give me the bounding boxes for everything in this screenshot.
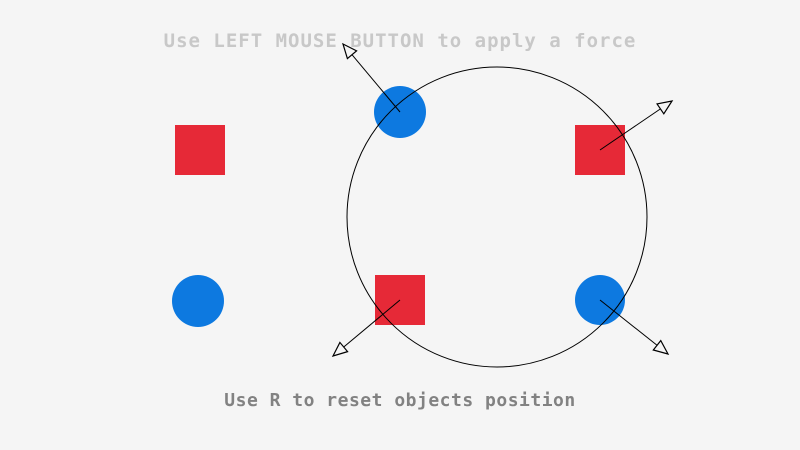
force-arrow-head-icon [342, 42, 358, 60]
blue-circle-left[interactable] [172, 275, 224, 327]
force-arrow-line [351, 54, 401, 113]
force-arrow-line [599, 299, 658, 346]
red-square-left[interactable] [175, 125, 225, 175]
force-arrow-head-icon [331, 341, 349, 357]
force-arrow-head-icon [656, 100, 674, 115]
boundary-circle [346, 66, 648, 368]
force-arrow-line [599, 108, 661, 151]
force-arrow-line [343, 299, 401, 348]
force-arrow-head-icon [652, 339, 670, 355]
instruction-apply-force: Use LEFT MOUSE BUTTON to apply a force [163, 30, 637, 52]
instruction-reset: Use R to reset objects position [224, 390, 576, 411]
